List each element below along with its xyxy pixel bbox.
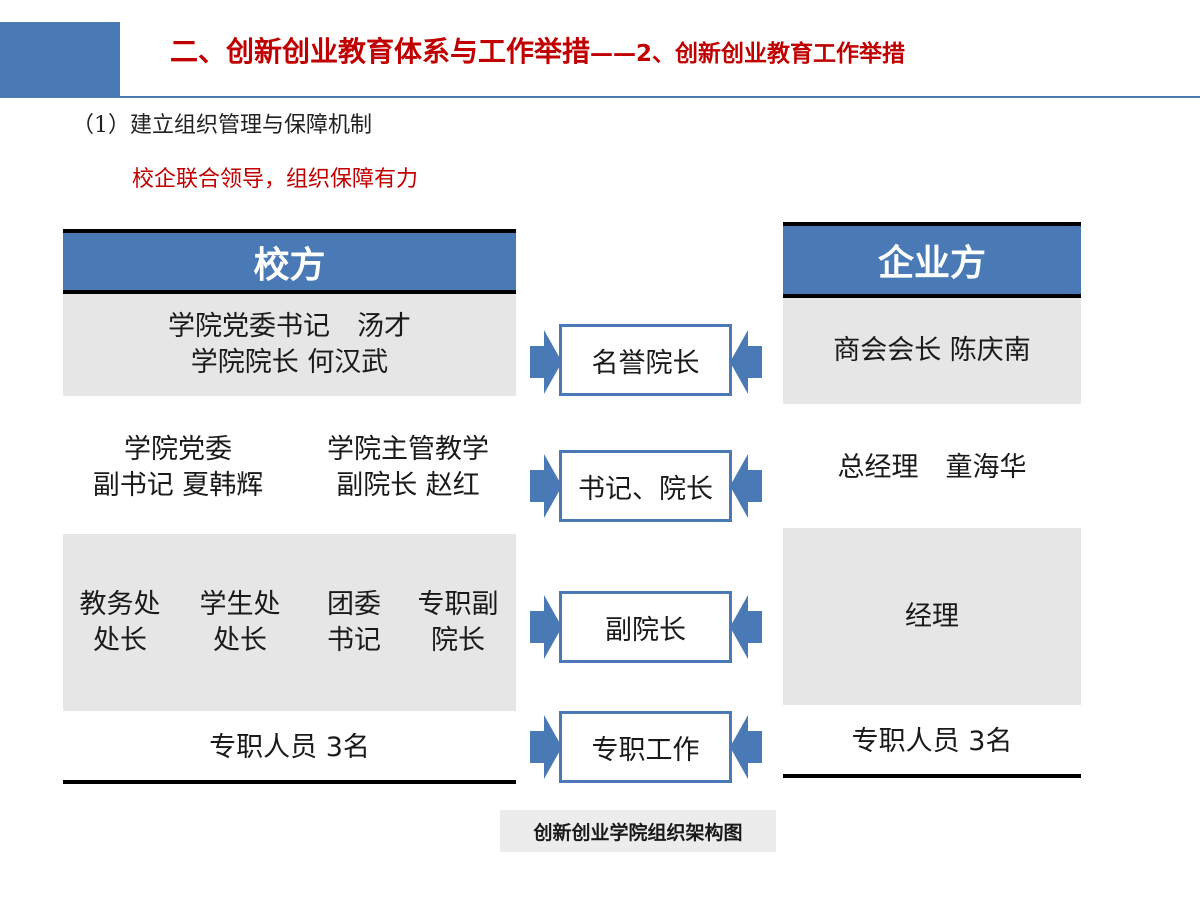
middle-role-label: 书记、院长 <box>578 473 713 505</box>
enterprise-row-staff: 专职人员 3名 <box>783 712 1081 772</box>
middle-role-label: 专职工作 <box>591 734 700 766</box>
block-arrow-icon <box>730 595 762 659</box>
middle-role-honorary-dean: 名誉院长 <box>559 324 732 396</box>
school-dept-academic-affairs: 教务处 处长 <box>68 534 172 711</box>
page-title: 二、创新创业教育体系与工作举措——2、创新创业教育工作举措 <box>170 30 905 74</box>
diagram-caption: 创新创业学院组织架构图 <box>500 810 776 852</box>
school-dept-fulltime-vice-dean: 专职副 院长 <box>405 534 511 711</box>
school-row1-line1: 学院党委书记 汤才 <box>168 311 411 342</box>
school-top-rule <box>63 229 516 233</box>
school-header-rule <box>63 290 516 294</box>
block-arrow-icon <box>730 454 762 518</box>
school-row2-left-line1: 学院党委 <box>124 434 232 465</box>
dept-line2: 院长 <box>431 624 485 656</box>
school-row-departments <box>63 534 516 711</box>
school-row2-right-line1: 学院主管教学 <box>327 434 489 465</box>
title-sub: ——2、创新创业教育工作举措 <box>590 41 906 67</box>
enterprise-row3-text: 经理 <box>905 600 959 632</box>
middle-role-fulltime-work: 专职工作 <box>559 711 732 783</box>
school-dept-student-affairs: 学生处 处长 <box>188 534 292 711</box>
diagram-caption-text: 创新创业学院组织架构图 <box>533 821 743 844</box>
school-row-vice-dean-teaching: 学院主管教学 副院长 赵红 <box>300 418 516 518</box>
enterprise-bottom-rule <box>783 774 1081 778</box>
dept-line1: 专职副 <box>417 588 499 620</box>
school-row1-line2: 学院院长 何汉武 <box>190 347 389 378</box>
school-row-staff: 专职人员 3名 <box>63 718 516 778</box>
enterprise-row2-text: 总经理 童海华 <box>837 452 1027 483</box>
block-arrow-icon <box>730 715 762 779</box>
school-label: 校方 <box>253 244 326 286</box>
school-row4-text: 专职人员 3名 <box>209 732 370 763</box>
corner-accent-block <box>0 22 120 98</box>
school-row-honorary: 学院党委书记 汤才 学院院长 何汉武 <box>63 294 516 396</box>
section-heading: （1）建立组织管理与保障机制 <box>72 113 372 138</box>
enterprise-row1-text: 商会会长 陈庆南 <box>833 335 1031 366</box>
enterprise-row-chamber-president: 商会会长 陈庆南 <box>783 298 1081 404</box>
school-header: 校方 <box>63 233 516 290</box>
school-bottom-rule <box>63 780 516 784</box>
middle-role-label: 名誉院长 <box>591 347 700 379</box>
block-arrow-icon <box>530 715 562 779</box>
dept-line2: 书记 <box>327 624 381 656</box>
block-arrow-icon <box>530 454 562 518</box>
middle-role-vice-dean: 副院长 <box>559 591 732 663</box>
school-row-deputy-secretary: 学院党委 副书记 夏韩辉 <box>63 418 293 518</box>
school-dept-youth-league: 团委 书记 <box>302 534 406 711</box>
school-row2-right-line2: 副院长 赵红 <box>336 470 480 501</box>
block-arrow-icon <box>730 330 762 394</box>
enterprise-row4-text: 专职人员 3名 <box>851 726 1013 757</box>
title-main: 二、创新创业教育体系与工作举措 <box>170 35 591 68</box>
school-row2-left-line2: 副书记 夏韩辉 <box>92 470 264 501</box>
dept-line1: 教务处 <box>79 588 161 620</box>
dept-line1: 学生处 <box>199 588 281 620</box>
dept-line1: 团委 <box>327 588 381 620</box>
dept-line2: 处长 <box>213 624 267 656</box>
enterprise-row-general-manager: 总经理 童海华 <box>783 432 1081 504</box>
dept-line2: 处长 <box>93 624 147 656</box>
middle-role-label: 副院长 <box>605 614 686 646</box>
enterprise-row-manager: 经理 <box>783 528 1081 705</box>
enterprise-label: 企业方 <box>877 243 986 284</box>
middle-role-secretary-dean: 书记、院长 <box>559 450 732 522</box>
section-tagline: 校企联合领导，组织保障有力 <box>132 167 419 192</box>
header-divider <box>0 96 1200 98</box>
block-arrow-icon <box>530 595 562 659</box>
enterprise-header: 企业方 <box>783 226 1081 294</box>
enterprise-header-rule <box>783 294 1081 298</box>
block-arrow-icon <box>530 330 562 394</box>
enterprise-top-rule <box>783 222 1081 226</box>
